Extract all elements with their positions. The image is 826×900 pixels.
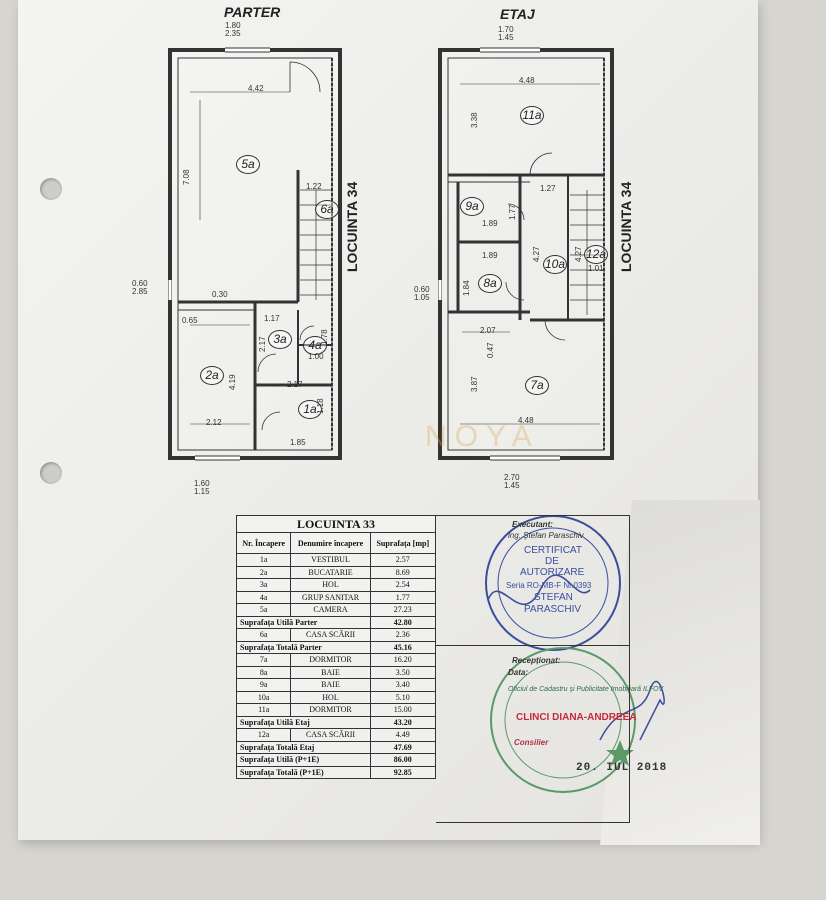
dim-parter-1-18: 1.18 (316, 398, 325, 414)
watermark-text: NOYA (425, 420, 540, 453)
stamps-divider (436, 645, 629, 646)
dim-parter-4-42: 4.42 (248, 84, 264, 93)
table-total-row: Suprafața Utilă (P+1E)86.00 (236, 753, 437, 767)
cert-line-6: PARASCHIV (524, 604, 582, 615)
dim-etaj-1-89-lower: 1.89 (482, 251, 498, 260)
table-title: LOCUINTA 33 (236, 515, 436, 533)
dim-parter-1-22: 1.22 (306, 182, 322, 191)
cert-line-3: AUTORIZARE (520, 567, 585, 578)
cadastre-office-stamp (490, 647, 636, 793)
room-tag-6a: 6a (315, 200, 339, 219)
parter-neighbor-label: LOCUINTA 34 (344, 181, 360, 272)
room-tag-11a: 11a (520, 106, 544, 125)
dim-parter-1-78: 1.78 (320, 329, 329, 345)
dim-parter-top-window: 1.80 2.35 (225, 21, 241, 38)
dim-parter-2-12: 2.12 (206, 418, 222, 427)
room-tag-12a: 12a (584, 245, 608, 264)
cert-line-4: Seria RO-MB-F Nr.0393 (506, 581, 592, 590)
executant-label: Executant: (512, 520, 553, 529)
reception-date: 20. IUL 2018 (576, 762, 668, 774)
dim-etaj-4-48-bottom: 4.48 (518, 416, 534, 425)
room-tag-1a: 1a (298, 400, 322, 419)
dim-parter-1-00: 1.00 (308, 352, 324, 361)
inspector-role: Consilier (514, 738, 549, 747)
room-tag-8a: 8a (478, 274, 502, 293)
authorization-stamp (485, 515, 621, 651)
room-tag-9a: 9a (460, 197, 484, 216)
executant-signature (487, 574, 591, 606)
etaj-title: ETAJ (500, 6, 535, 22)
dim-etaj-3-38: 3.38 (470, 112, 479, 128)
cert-line-2: DE (545, 556, 559, 567)
dim-parter-7-08: 7.08 (182, 169, 191, 185)
inspector-signature (599, 680, 665, 741)
room-tag-4a: 4a (303, 336, 327, 355)
paper-fold (600, 500, 760, 845)
header-room-name: Denumire încapere (290, 532, 371, 554)
dim-etaj-1-01: 1.01 (588, 264, 604, 273)
receptionat-label: Recepționat: (512, 656, 561, 665)
dim-parter-1-85: 1.85 (290, 438, 306, 447)
dim-etaj-1-77: 1.77 (508, 204, 517, 220)
punch-hole-top (40, 178, 62, 200)
executant-name: ing. Ştefan Paraschiv (508, 531, 584, 540)
dim-parter-0-30: 0.30 (212, 290, 228, 299)
dim-etaj-1-89-upper: 1.89 (482, 219, 498, 228)
dim-etaj-left-window: 0.60 1.05 (414, 285, 430, 302)
dim-etaj-bottom-window: 2.70 1.45 (504, 473, 520, 490)
dim-etaj-2-07: 2.07 (480, 326, 496, 335)
cert-line-1: CERTIFICAT (524, 545, 582, 556)
room-tag-3a: 3a (268, 330, 292, 349)
dim-etaj-1-84: 1.84 (462, 280, 471, 296)
stamps-box (436, 515, 630, 823)
dim-parter-bottom-window: 1.60 1.15 (194, 479, 210, 496)
parter-title: PARTER (224, 4, 281, 20)
dim-parter-0-65: 0.65 (182, 316, 198, 325)
dim-parter-2-17-vertical: 2.17 (258, 336, 267, 352)
dim-etaj-3-87: 3.87 (470, 376, 479, 392)
header-room-no: Nr. Încapere (235, 532, 292, 554)
dim-parter-2-17-horizontal: 2.17 (287, 380, 303, 389)
dim-etaj-4-27-stair: 4.27 (574, 246, 583, 262)
etaj-neighbor-label: LOCUINTA 34 (618, 181, 634, 272)
date-label: Data: (508, 668, 529, 677)
punch-hole-bottom (40, 462, 62, 484)
office-name: Oficiul de Cadastru şi Publicitate Imobi… (508, 686, 664, 693)
dim-parter-1-17: 1.17 (264, 314, 280, 323)
room-tag-2a: 2a (200, 366, 224, 385)
dim-etaj-top-window: 1.70 1.45 (498, 25, 514, 42)
inspector-name: CLINCI DIANA-ANDREEA (516, 712, 637, 723)
room-tag-7a: 7a (525, 376, 549, 395)
room-tag-5a: 5a (236, 155, 260, 174)
dim-parter-4-19: 4.19 (228, 374, 237, 390)
dim-etaj-4-27-hall: 4.27 (532, 246, 541, 262)
dim-etaj-1-27: 1.27 (540, 184, 556, 193)
dim-parter-left-window: 0.60 2.85 (132, 279, 148, 296)
surface-table: LOCUINTA 33 Nr. Încapere Denumire încape… (235, 515, 437, 779)
cert-line-5: STEFAN (534, 592, 573, 603)
room-tag-10a: 10a (543, 255, 567, 274)
header-surface: Suprafața [mp] (369, 532, 437, 554)
table-total-row: Suprafața Totală (P+1E)92.85 (236, 765, 437, 779)
dim-etaj-0-47: 0.47 (486, 342, 495, 358)
dim-etaj-4-48-top: 4.48 (519, 76, 535, 85)
